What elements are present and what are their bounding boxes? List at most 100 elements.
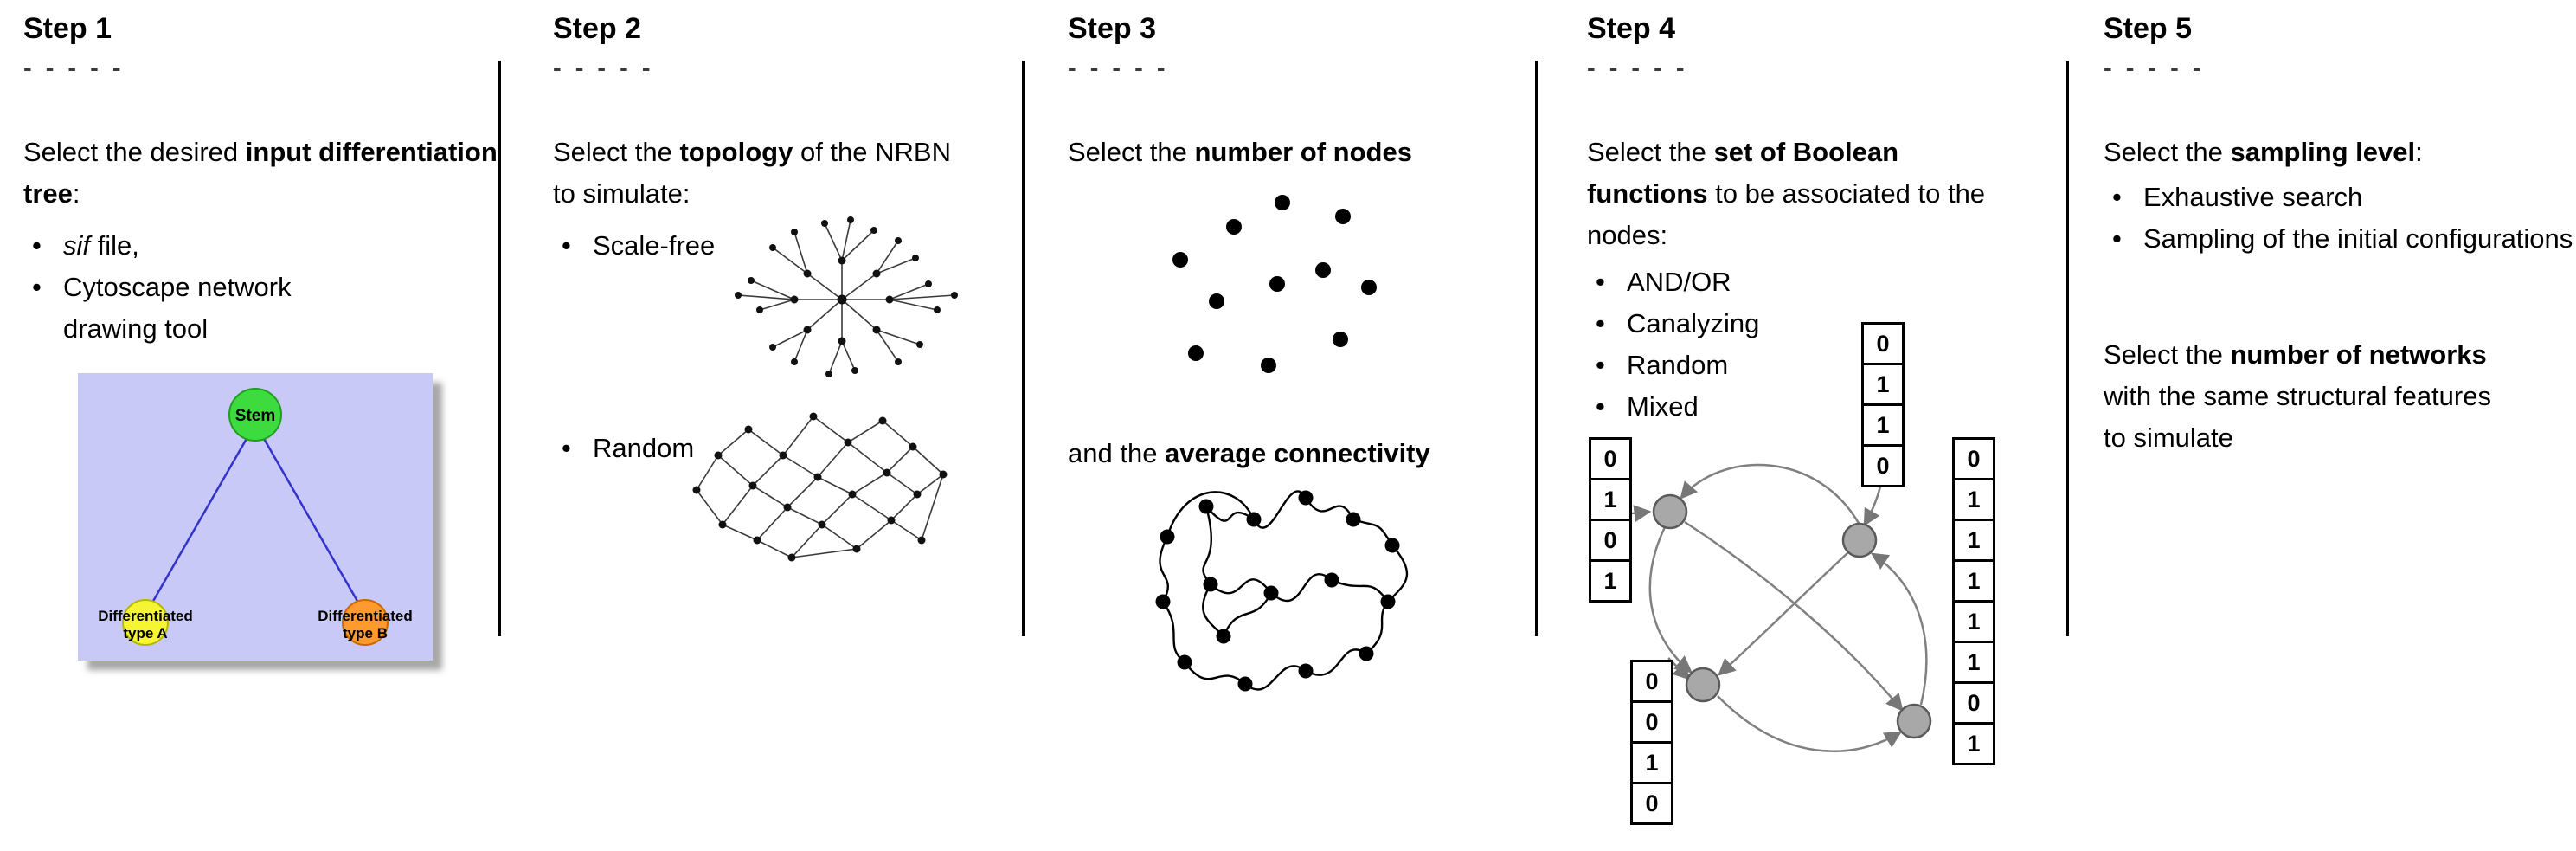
truth-table-cell: 0	[1630, 660, 1673, 703]
scale-free-edges	[737, 219, 955, 375]
truth-table-cell: 0	[1952, 437, 1995, 480]
intro-bold: sampling level	[2230, 137, 2416, 167]
network-node	[1685, 667, 1721, 703]
truth-table-cell: 1	[1952, 559, 1995, 603]
type-a-label-line2: type A	[123, 625, 167, 641]
intro-bold: set of Boolean functions	[1587, 137, 1899, 209]
bullet-label: Sampling of the initial configurations	[2143, 223, 2573, 254]
step-3-line1: Select the number of nodes	[1068, 132, 1535, 173]
intro-text: to be associated to the nodes:	[1587, 178, 1986, 250]
truth-table-cell: 0	[1589, 519, 1632, 562]
step-3-dashes: - - - - -	[1068, 55, 1169, 82]
bullet-item-sampling: Sampling of the initial configurations	[2104, 218, 2576, 260]
step-1-column: Step 1 - - - - - Select the desired inpu…	[0, 0, 498, 851]
truth-table-cell: 0	[1952, 681, 1995, 725]
intro-text: and the	[1068, 438, 1166, 468]
step-1-title: Step 1	[23, 12, 112, 45]
truth-table-cell: 1	[1630, 741, 1673, 784]
truth-table-cell: 0	[1589, 437, 1632, 480]
step-3-column: Step 3 - - - - - Select the number of no…	[1025, 0, 1535, 851]
intro-bold: average connectivity	[1165, 438, 1430, 468]
boolean-network-nodes	[1652, 493, 1932, 739]
intro-text: Select the desired	[23, 137, 246, 167]
step-5-intro: Select the sampling level:	[2104, 132, 2576, 173]
truth-table-bottom-left: 0 0 1 0	[1630, 660, 1673, 825]
intro-bold: number of nodes	[1194, 137, 1412, 167]
connectivity-nodes	[1155, 490, 1400, 692]
differentiated-type-a-node	[122, 599, 169, 646]
type-a-label-line1: Differentiated	[98, 608, 193, 624]
differentiated-type-b-node	[342, 599, 389, 646]
bullet-item-scale-free: Scale-free	[553, 225, 1022, 267]
bullet-item-cytoscape: Cytoscape network drawing tool	[23, 267, 498, 350]
nodes-scatter-graphic	[1172, 195, 1377, 373]
truth-table-cell: 1	[1589, 478, 1632, 521]
differentiation-tree-graphic: Stem Differentiated type A Differentiate…	[98, 388, 413, 646]
bullet-label: Cytoscape network drawing tool	[63, 272, 292, 344]
truth-table-left: 0 1 0 1	[1589, 437, 1632, 603]
random-network-nodes	[692, 412, 948, 562]
step-1-dashes: - - - - -	[23, 55, 125, 82]
intro-text: Select the	[1068, 137, 1195, 167]
column-divider	[1022, 61, 1025, 636]
intro-bold: input differentiation tree	[23, 137, 498, 209]
scale-free-network-graphic	[735, 216, 958, 377]
step-1-intro: Select the desired input differentiation…	[23, 132, 498, 215]
network-node	[1841, 522, 1878, 558]
scatter-dots	[1172, 195, 1377, 373]
truth-table-right: 0 1 1 1 1 1 0 1	[1952, 437, 1995, 765]
column-divider	[1535, 61, 1538, 636]
differentiation-tree-figure: Stem Differentiated type A Differentiate…	[78, 373, 433, 661]
truth-table-cell: 1	[1589, 559, 1632, 603]
stem-node	[228, 388, 282, 442]
bullet-item-exhaustive: Exhaustive search	[2104, 177, 2576, 218]
truth-table-cell: 1	[1952, 722, 1995, 765]
truth-table-cell: 0	[1861, 322, 1905, 365]
truth-table-cell: 0	[1630, 700, 1673, 744]
network-node	[1896, 703, 1932, 739]
tree-edge	[261, 436, 363, 609]
bullet-label-italic: sif	[63, 230, 90, 261]
intro-text: Select the	[553, 137, 680, 167]
column-divider	[498, 61, 501, 636]
truth-table-cell: 0	[1861, 444, 1905, 487]
step-2-dashes: - - - - -	[553, 55, 654, 82]
intro-text: with the same structural features to sim…	[2104, 381, 2491, 453]
step-3-title: Step 3	[1068, 12, 1157, 45]
tree-edge	[147, 436, 249, 609]
random-network-graphic	[692, 412, 948, 562]
step-5-column: Step 5 - - - - - Select the sampling lev…	[2069, 0, 2576, 851]
bullet-item-sif-file: sif file,	[23, 225, 498, 267]
intro-text: Select the	[1587, 137, 1714, 167]
step-5-dashes: - - - - -	[2104, 55, 2205, 82]
network-node	[1652, 493, 1688, 530]
truth-table-cell: 1	[1861, 403, 1905, 447]
step-5-title: Step 5	[2104, 12, 2193, 45]
truth-table-cell: 1	[1952, 641, 1995, 684]
scale-free-nodes	[735, 216, 958, 377]
intro-bold: topology	[679, 137, 793, 167]
step-5-bullets: Exhaustive search Sampling of the initia…	[2104, 177, 2576, 260]
bullet-label: Random	[593, 433, 695, 463]
type-b-label-line2: type B	[343, 625, 388, 641]
step-4-intro: Select the set of Boolean functions to b…	[1587, 132, 2020, 256]
bullet-label: AND/OR	[1627, 267, 1731, 297]
step-2-bullets: Scale-free Random	[553, 225, 1022, 469]
bullet-item-random: Random	[553, 428, 1022, 469]
step-4-bullets: AND/OR Canalyzing Random Mixed	[1587, 261, 2066, 428]
bullet-label: Canalyzing	[1627, 308, 1760, 338]
stem-node-label: Stem	[235, 407, 275, 425]
step-1-bullets: sif file, Cytoscape network drawing tool	[23, 225, 498, 350]
step-5-paragraph-2: Select the number of networks with the s…	[2104, 334, 2510, 459]
step-2-title: Step 2	[553, 12, 642, 45]
truth-table-cell: 1	[1861, 363, 1905, 406]
type-b-label-line1: Differentiated	[318, 608, 413, 624]
bullet-label: Scale-free	[593, 230, 716, 261]
intro-text: :	[2415, 137, 2423, 167]
bullet-label: Random	[1627, 350, 1729, 380]
column-divider	[2066, 61, 2069, 636]
step-2-column: Step 2 - - - - - Select the topology of …	[501, 0, 1022, 851]
bullet-item-random-fn: Random	[1587, 345, 2066, 386]
connectivity-graph-graphic	[1155, 490, 1409, 692]
